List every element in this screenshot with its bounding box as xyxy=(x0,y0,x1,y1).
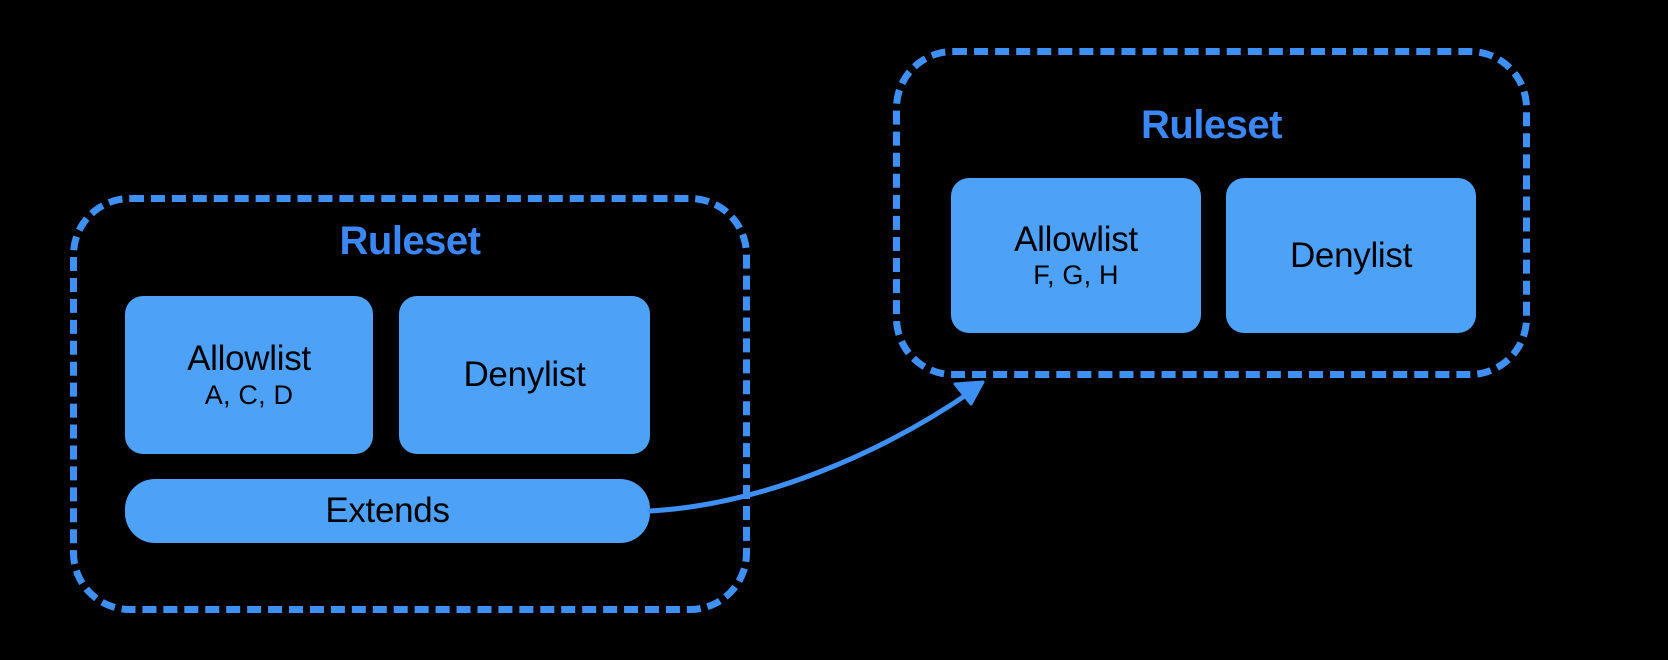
denylist-box-child-title: Denylist xyxy=(463,355,586,395)
allowlist-box-child[interactable]: Allowlist A, C, D xyxy=(125,296,373,454)
denylist-box-parent-title: Denylist xyxy=(1289,235,1413,275)
extends-box-child[interactable]: Extends xyxy=(125,479,650,543)
extends-arrow-head-icon xyxy=(953,380,985,406)
allowlist-box-parent-items: F, G, H xyxy=(1033,260,1119,291)
allowlist-box-parent-title: Allowlist xyxy=(1014,219,1138,259)
allowlist-box-parent[interactable]: Allowlist F, G, H xyxy=(951,178,1201,333)
ruleset-title-parent: Ruleset xyxy=(1141,103,1283,147)
denylist-box-parent[interactable]: Denylist xyxy=(1226,178,1476,333)
denylist-box-child[interactable]: Denylist xyxy=(399,296,650,454)
allowlist-box-child-items: A, C, D xyxy=(204,379,294,410)
ruleset-title-child: Ruleset xyxy=(339,219,482,263)
ruleset-container-parent[interactable] xyxy=(893,48,1530,378)
extends-box-label: Extends xyxy=(325,491,450,530)
allowlist-box-child-title: Allowlist xyxy=(187,339,311,379)
